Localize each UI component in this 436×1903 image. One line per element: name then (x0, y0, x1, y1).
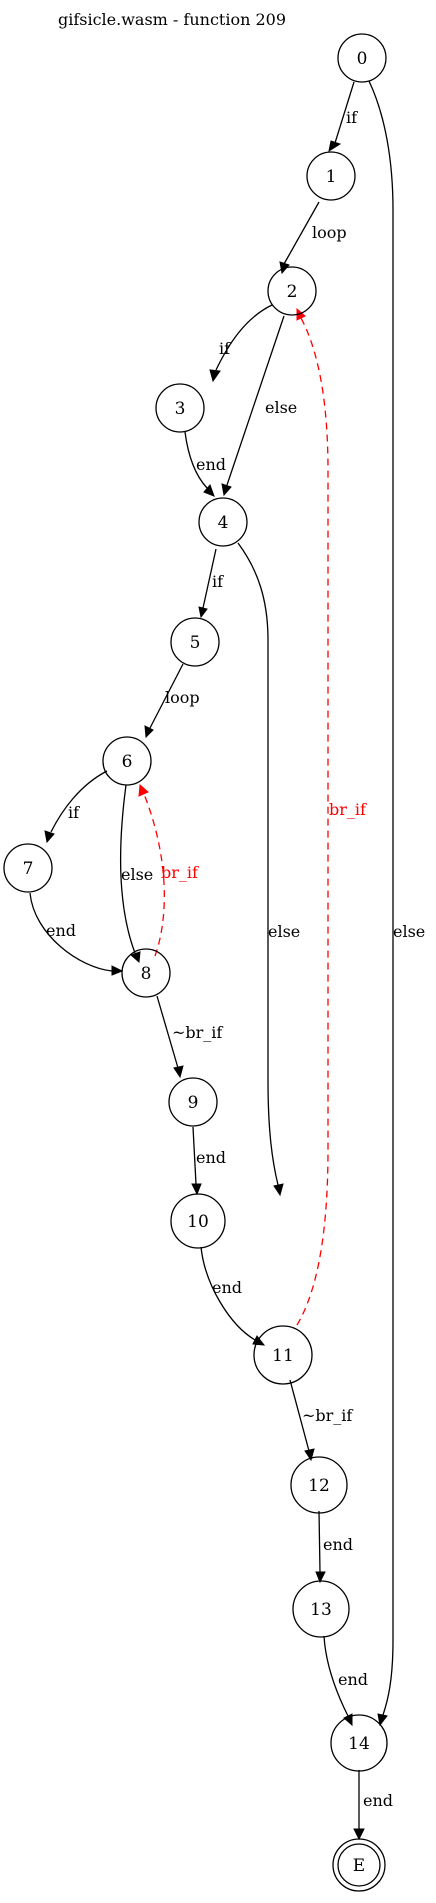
edge-label: else (268, 922, 300, 941)
edge-label: br_if (329, 800, 367, 819)
edge-4-11: else (237, 542, 300, 1197)
node-12[interactable]: 12 (290, 1456, 348, 1514)
edge-0-1: if (328, 81, 358, 153)
edge-8-6-back: br_if (138, 783, 199, 957)
node-label: 8 (141, 964, 152, 984)
edge-label: else (265, 398, 297, 417)
edge-10-11: end (200, 1246, 266, 1346)
node-13[interactable]: 13 (292, 1580, 350, 1638)
nodes: 0 1 2 3 4 5 6 7 (3, 33, 388, 1892)
edge-1-2: loop (279, 201, 347, 275)
node-label: 12 (308, 1476, 330, 1496)
edge-6-8: else (120, 784, 153, 964)
edge-6-7: if (44, 770, 108, 844)
edge-8-9: ~br_if (156, 995, 223, 1079)
edge-7-8: end (29, 892, 124, 976)
edge-3-4: end (184, 431, 226, 497)
edge-label: loop (165, 688, 200, 707)
edge-5-6: loop (144, 663, 200, 739)
node-10[interactable]: 10 (170, 1193, 226, 1249)
node-1[interactable]: 1 (306, 151, 356, 201)
node-label: 5 (190, 633, 201, 653)
edge-label: end (212, 1278, 242, 1297)
node-14[interactable]: 14 (330, 1714, 388, 1772)
edge-11-12: ~br_if (289, 1379, 353, 1462)
node-label: 1 (326, 167, 337, 187)
node-label: 4 (218, 513, 229, 533)
edge-label: loop (312, 223, 347, 242)
edge-11-2-back: br_if (296, 307, 367, 1326)
edge-14-E: end (353, 1770, 393, 1841)
node-label: 2 (287, 282, 298, 302)
node-4[interactable]: 4 (198, 497, 248, 547)
node-9[interactable]: 9 (168, 1077, 218, 1127)
edge-4-5: if (198, 548, 224, 619)
node-label: 7 (23, 859, 34, 879)
node-11[interactable]: 11 (253, 1325, 313, 1385)
node-label: 10 (187, 1212, 209, 1232)
node-label: 13 (310, 1600, 332, 1620)
node-label: 9 (188, 1093, 199, 1113)
edge-label: ~br_if (302, 1406, 353, 1425)
edge-0-14: else (368, 80, 425, 1727)
edge-label: if (68, 803, 80, 822)
node-label: 14 (348, 1734, 370, 1754)
node-label: 11 (272, 1346, 294, 1366)
edge-label: else (121, 865, 153, 884)
edge-9-10: end (191, 1126, 226, 1196)
node-5[interactable]: 5 (170, 617, 220, 667)
node-0[interactable]: 0 (337, 33, 387, 83)
edge-2-3: if (209, 304, 273, 383)
node-E-terminal[interactable]: E (332, 1838, 386, 1892)
node-3[interactable]: 3 (155, 383, 205, 433)
edge-label: else (393, 922, 425, 941)
node-label: 6 (122, 752, 133, 772)
edge-13-14: end (323, 1635, 368, 1727)
node-6[interactable]: 6 (102, 736, 152, 786)
node-2[interactable]: 2 (267, 266, 317, 316)
edge-label: ~br_if (172, 1023, 223, 1042)
node-8[interactable]: 8 (121, 948, 171, 998)
edge-label: end (323, 1535, 353, 1554)
edges: if else loop if else end (29, 80, 425, 1841)
edge-label: if (212, 572, 224, 591)
node-label: E (353, 1856, 365, 1876)
edge-label: end (196, 455, 226, 474)
edge-label: end (196, 1148, 226, 1167)
edge-label: end (363, 1791, 393, 1810)
edge-label: if (219, 339, 231, 358)
edge-12-13: end (315, 1510, 353, 1584)
edge-label: end (338, 1670, 368, 1689)
node-label: 3 (175, 399, 186, 419)
edge-2-4: else (221, 315, 297, 497)
node-label: 0 (357, 49, 368, 69)
node-7[interactable]: 7 (3, 843, 53, 893)
edge-label: end (46, 921, 76, 940)
edge-label: if (346, 108, 358, 127)
graph-title: gifsicle.wasm - function 209 (58, 10, 286, 29)
edge-label: br_if (161, 863, 199, 882)
